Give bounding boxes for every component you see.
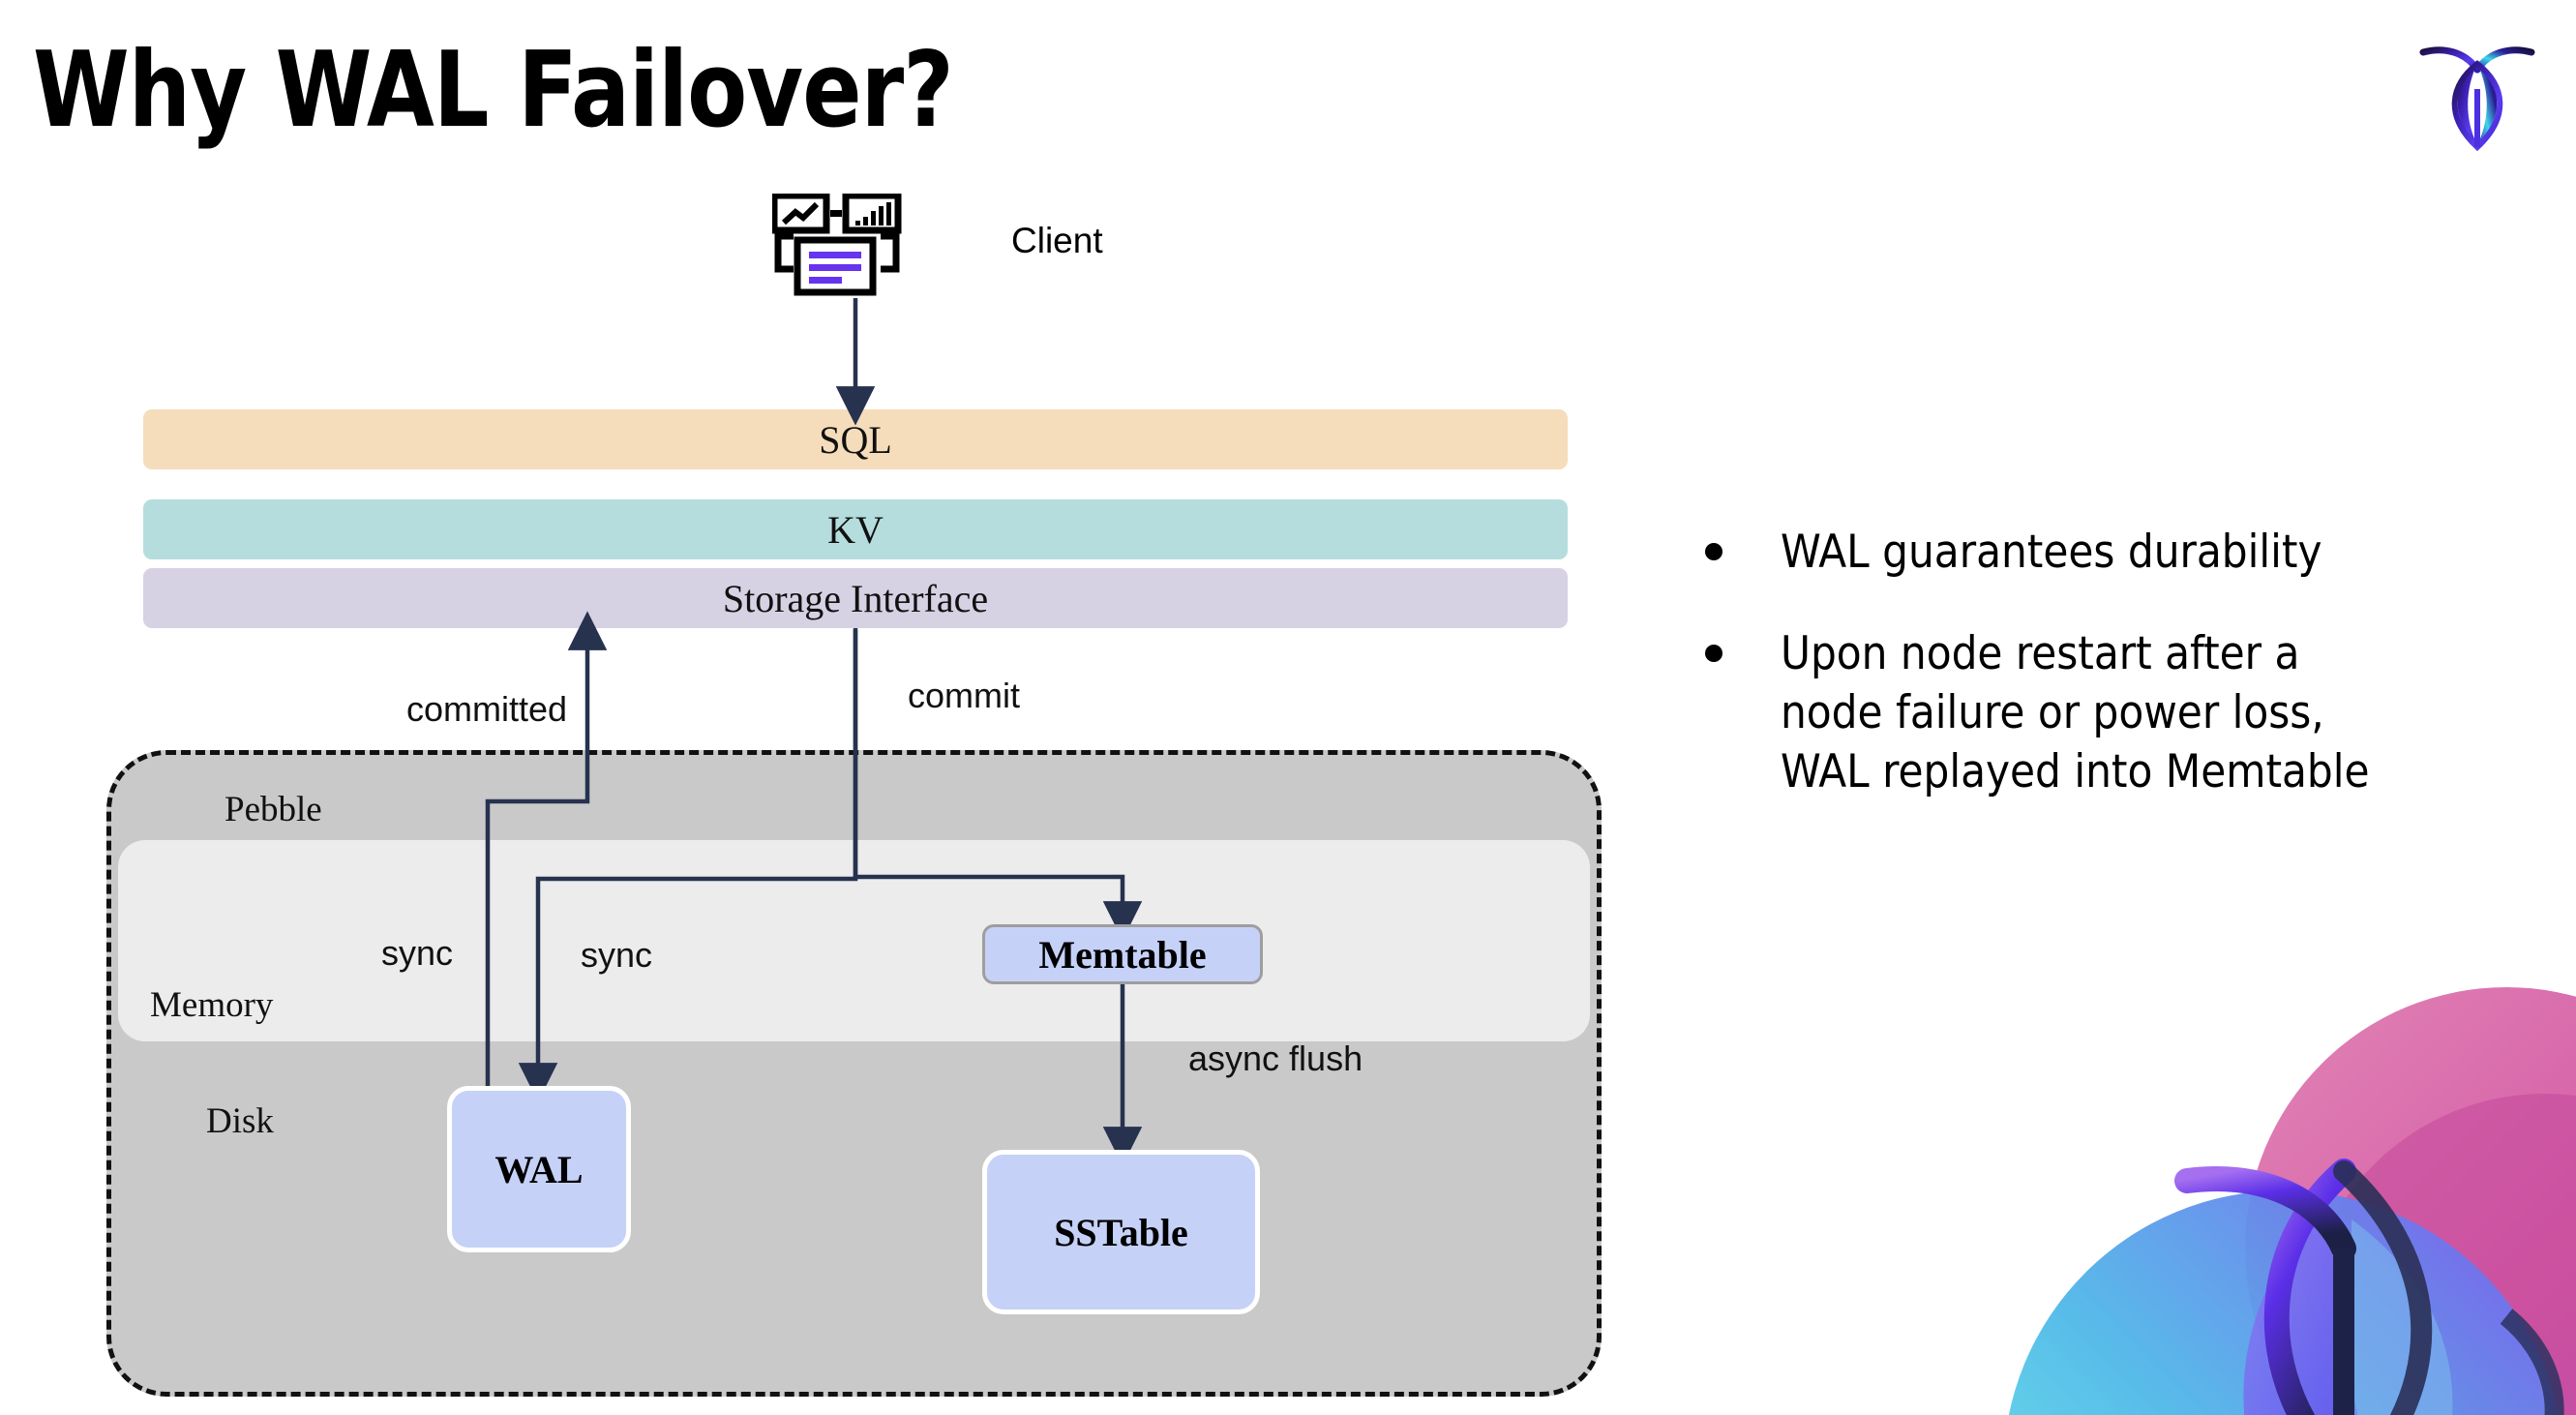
layer-label-sql: SQL [819,417,892,462]
bullet-text: WAL guarantees durability [1781,526,2322,579]
bullet-list: WAL guarantees durability Upon node rest… [1705,523,2499,844]
list-item: WAL guarantees durability [1705,523,2499,582]
layer-bar-sql: SQL [143,409,1568,469]
bullet-dot-icon [1705,645,1722,663]
disk-label: Disk [206,1101,274,1141]
edge-label-sync-right: sync [581,935,653,975]
memory-label: Memory [150,985,274,1025]
layer-bar-storage: Storage Interface [143,568,1568,628]
memory-region [118,840,1590,1041]
client-label: Client [1011,221,1103,260]
cockroachdb-logo [2415,31,2541,152]
node-memtable: Memtable [982,924,1263,984]
decorative-brand-artwork [1964,929,2576,1415]
node-wal: WAL [447,1086,631,1252]
bullet-dot-icon [1705,543,1722,560]
edge-label-sync-left: sync [381,933,454,973]
client-dashboard-icon [770,192,927,300]
edge-label-committed: committed [406,689,568,729]
bullet-text: Upon node restart after a node failure o… [1781,627,2370,799]
node-label-sstable: SSTable [1054,1210,1188,1254]
node-sstable: SSTable [982,1150,1260,1314]
pebble-label: Pebble [225,790,322,829]
layer-label-storage: Storage Interface [722,576,989,620]
node-label-memtable: Memtable [1038,932,1207,977]
edge-label-commit: commit [908,676,1020,715]
node-label-wal: WAL [494,1147,584,1191]
edge-label-async-flush: async flush [1188,1039,1363,1078]
page-title: Why WAL Failover? [33,30,954,151]
layer-label-kv: KV [827,507,884,552]
list-item: Upon node restart after a node failure o… [1705,624,2499,801]
layer-bar-kv: KV [143,499,1568,559]
